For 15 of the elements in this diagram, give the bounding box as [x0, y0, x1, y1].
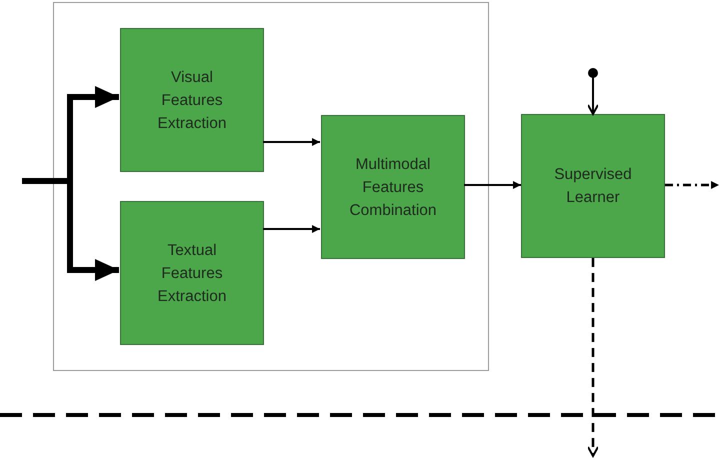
box-label: Supervised Learner — [553, 165, 633, 208]
box-label: Multimodal Features Combination — [348, 154, 438, 220]
box-label: Visual Features Extraction — [156, 68, 228, 134]
arrow — [263, 138, 320, 146]
box-label: Textual Features Extraction — [156, 240, 228, 306]
arrow — [587, 258, 599, 457]
arrow — [263, 225, 320, 233]
group-frame — [53, 2, 489, 371]
process-box — [321, 115, 465, 259]
arrow — [587, 68, 599, 115]
process-box — [120, 28, 264, 172]
arrow — [665, 181, 719, 189]
arrow — [464, 181, 521, 189]
process-box — [120, 201, 264, 345]
process-box — [521, 114, 665, 258]
